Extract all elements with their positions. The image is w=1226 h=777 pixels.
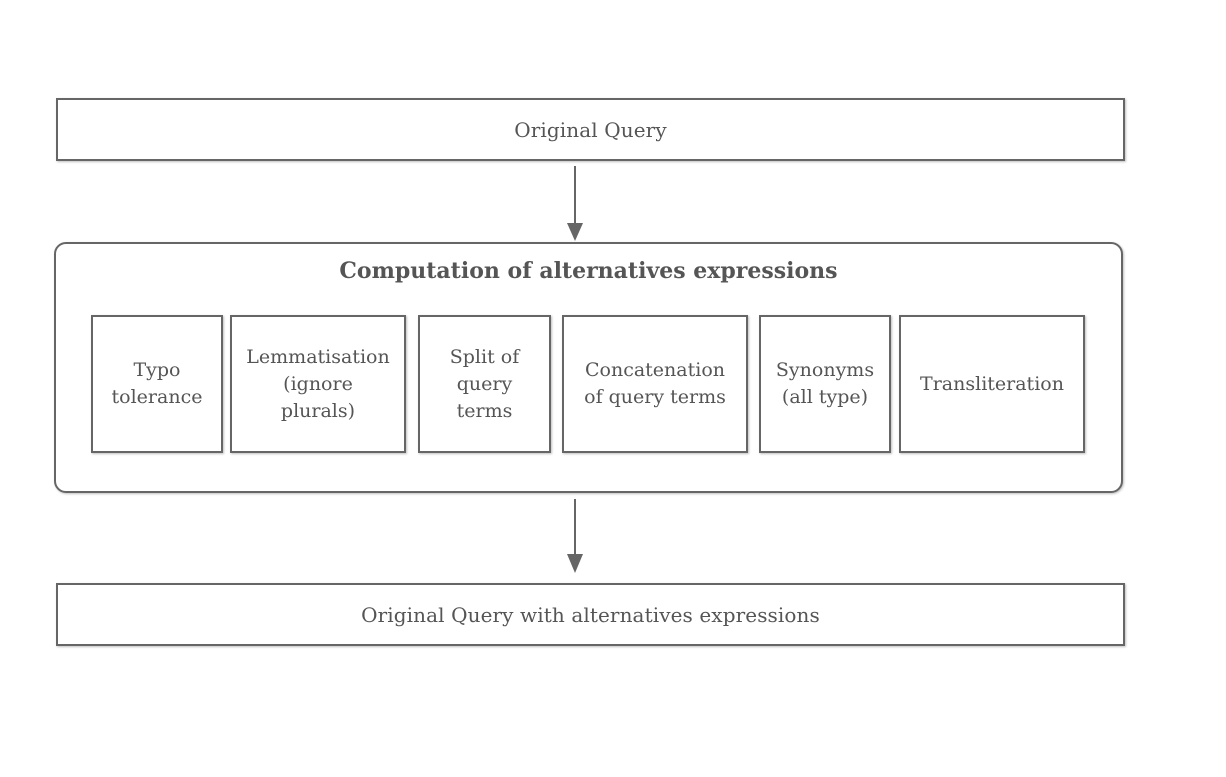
step-label-line: tolerance (111, 386, 203, 408)
query-with-alternatives-label: Original Query with alternatives express… (361, 602, 820, 627)
step-label-line: Typo (133, 359, 181, 381)
step-label-line: plurals) (280, 399, 356, 422)
step-synonyms: Synonyms (all type) (759, 315, 891, 453)
step-label-line: Concatenation (584, 359, 725, 381)
step-label-line: Synonyms (775, 359, 875, 381)
step-label-line: (ignore (283, 372, 353, 395)
arrow-top-to-group (567, 166, 583, 241)
step-label-line: query (456, 372, 513, 395)
query-with-alternatives-box: Original Query with alternatives express… (56, 583, 1125, 646)
step-concatenation-of-query-terms: Concatenation of query terms (562, 315, 748, 453)
step-label-line: of query terms (584, 386, 726, 408)
step-label-line: Transliteration (920, 372, 1064, 395)
step-split-of-query-terms: Split of query terms (418, 315, 551, 453)
arrow-group-to-bottom (567, 499, 583, 573)
original-query-box: Original Query (56, 98, 1125, 161)
group-title: Computation of alternatives expressions (339, 258, 838, 284)
original-query-label: Original Query (514, 117, 667, 142)
step-label-line: Lemmatisation (246, 345, 390, 368)
step-label-line: Split of (449, 345, 520, 368)
step-typo-tolerance: Typo tolerance (91, 315, 223, 453)
step-lemmatisation: Lemmatisation (ignore plurals) (230, 315, 406, 453)
step-transliteration: Transliteration (899, 315, 1085, 453)
step-label-line: terms (456, 399, 513, 422)
step-label-line: (all type) (781, 386, 869, 408)
